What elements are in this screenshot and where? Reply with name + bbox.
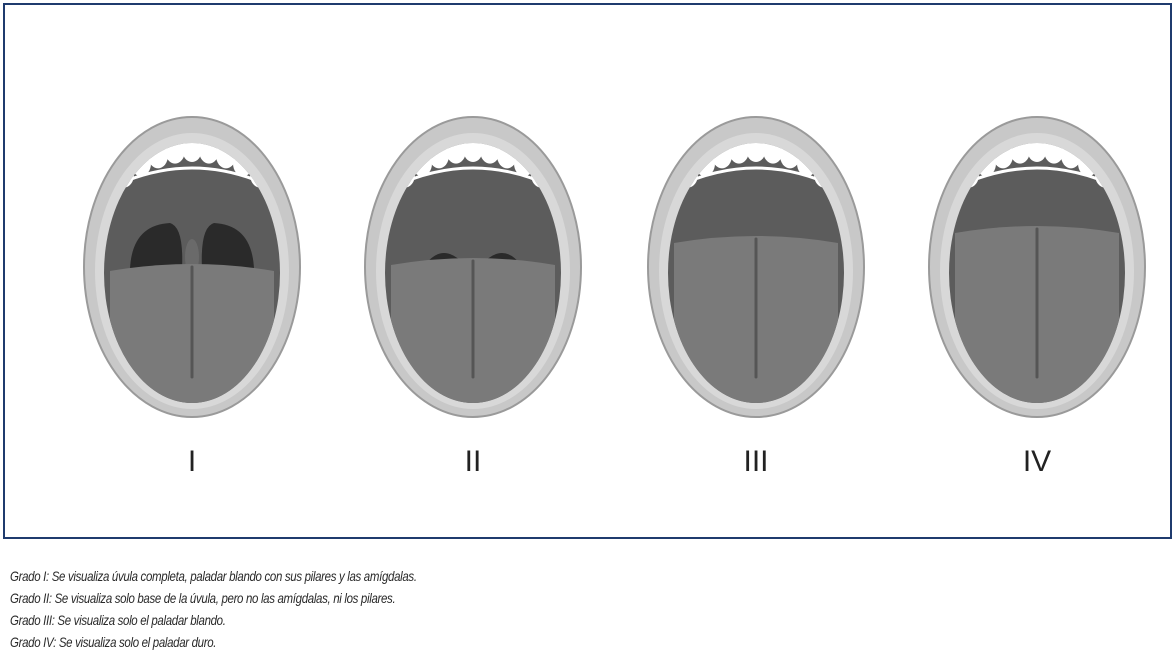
mallampati-figure: I II III IV <box>3 3 1172 539</box>
caption-grade-4: Grado IV: Se visualiza solo el paladar d… <box>10 631 912 653</box>
caption-grade-3: Grado III: Se visualiza solo el paladar … <box>10 609 912 631</box>
caption-block: Grado I: Se visualiza úvula completa, pa… <box>10 565 1110 653</box>
caption-grade-1: Grado I: Se visualiza úvula completa, pa… <box>10 565 912 587</box>
mouth-grade-1-illustration <box>84 117 300 417</box>
grade-label-4: IV <box>1023 445 1051 478</box>
grade-label-3: III <box>743 445 768 478</box>
mouth-grade-4-illustration <box>929 117 1145 417</box>
mouth-grade-2-illustration <box>365 117 581 417</box>
mouth-grade-3-illustration <box>648 117 864 417</box>
grade-label-2: II <box>465 445 482 478</box>
caption-grade-2: Grado II: Se visualiza solo base de la ú… <box>10 587 912 609</box>
grade-label-1: I <box>188 445 196 478</box>
mallampati-illustration: I II III IV <box>5 5 1170 537</box>
